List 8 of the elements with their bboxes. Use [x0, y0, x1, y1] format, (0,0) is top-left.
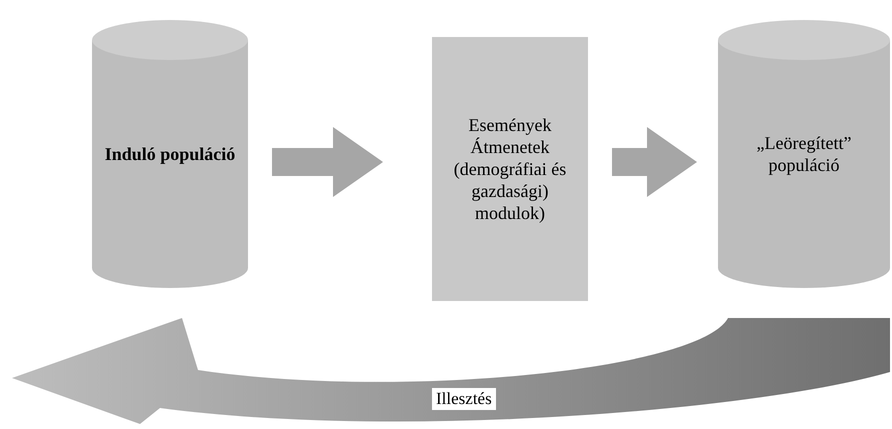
- node-label: Események Átmenetek (demográfiai és gazdasági) modulok): [452, 114, 568, 224]
- edge-label: Illesztés: [432, 388, 496, 410]
- block-arrow: [612, 127, 697, 197]
- node-label: Induló populáció: [104, 143, 236, 165]
- block-arrow: [272, 127, 383, 197]
- node-label: „Leöregített” populáció: [756, 132, 852, 176]
- process-box: [432, 37, 588, 301]
- block-arrow: [12, 318, 890, 424]
